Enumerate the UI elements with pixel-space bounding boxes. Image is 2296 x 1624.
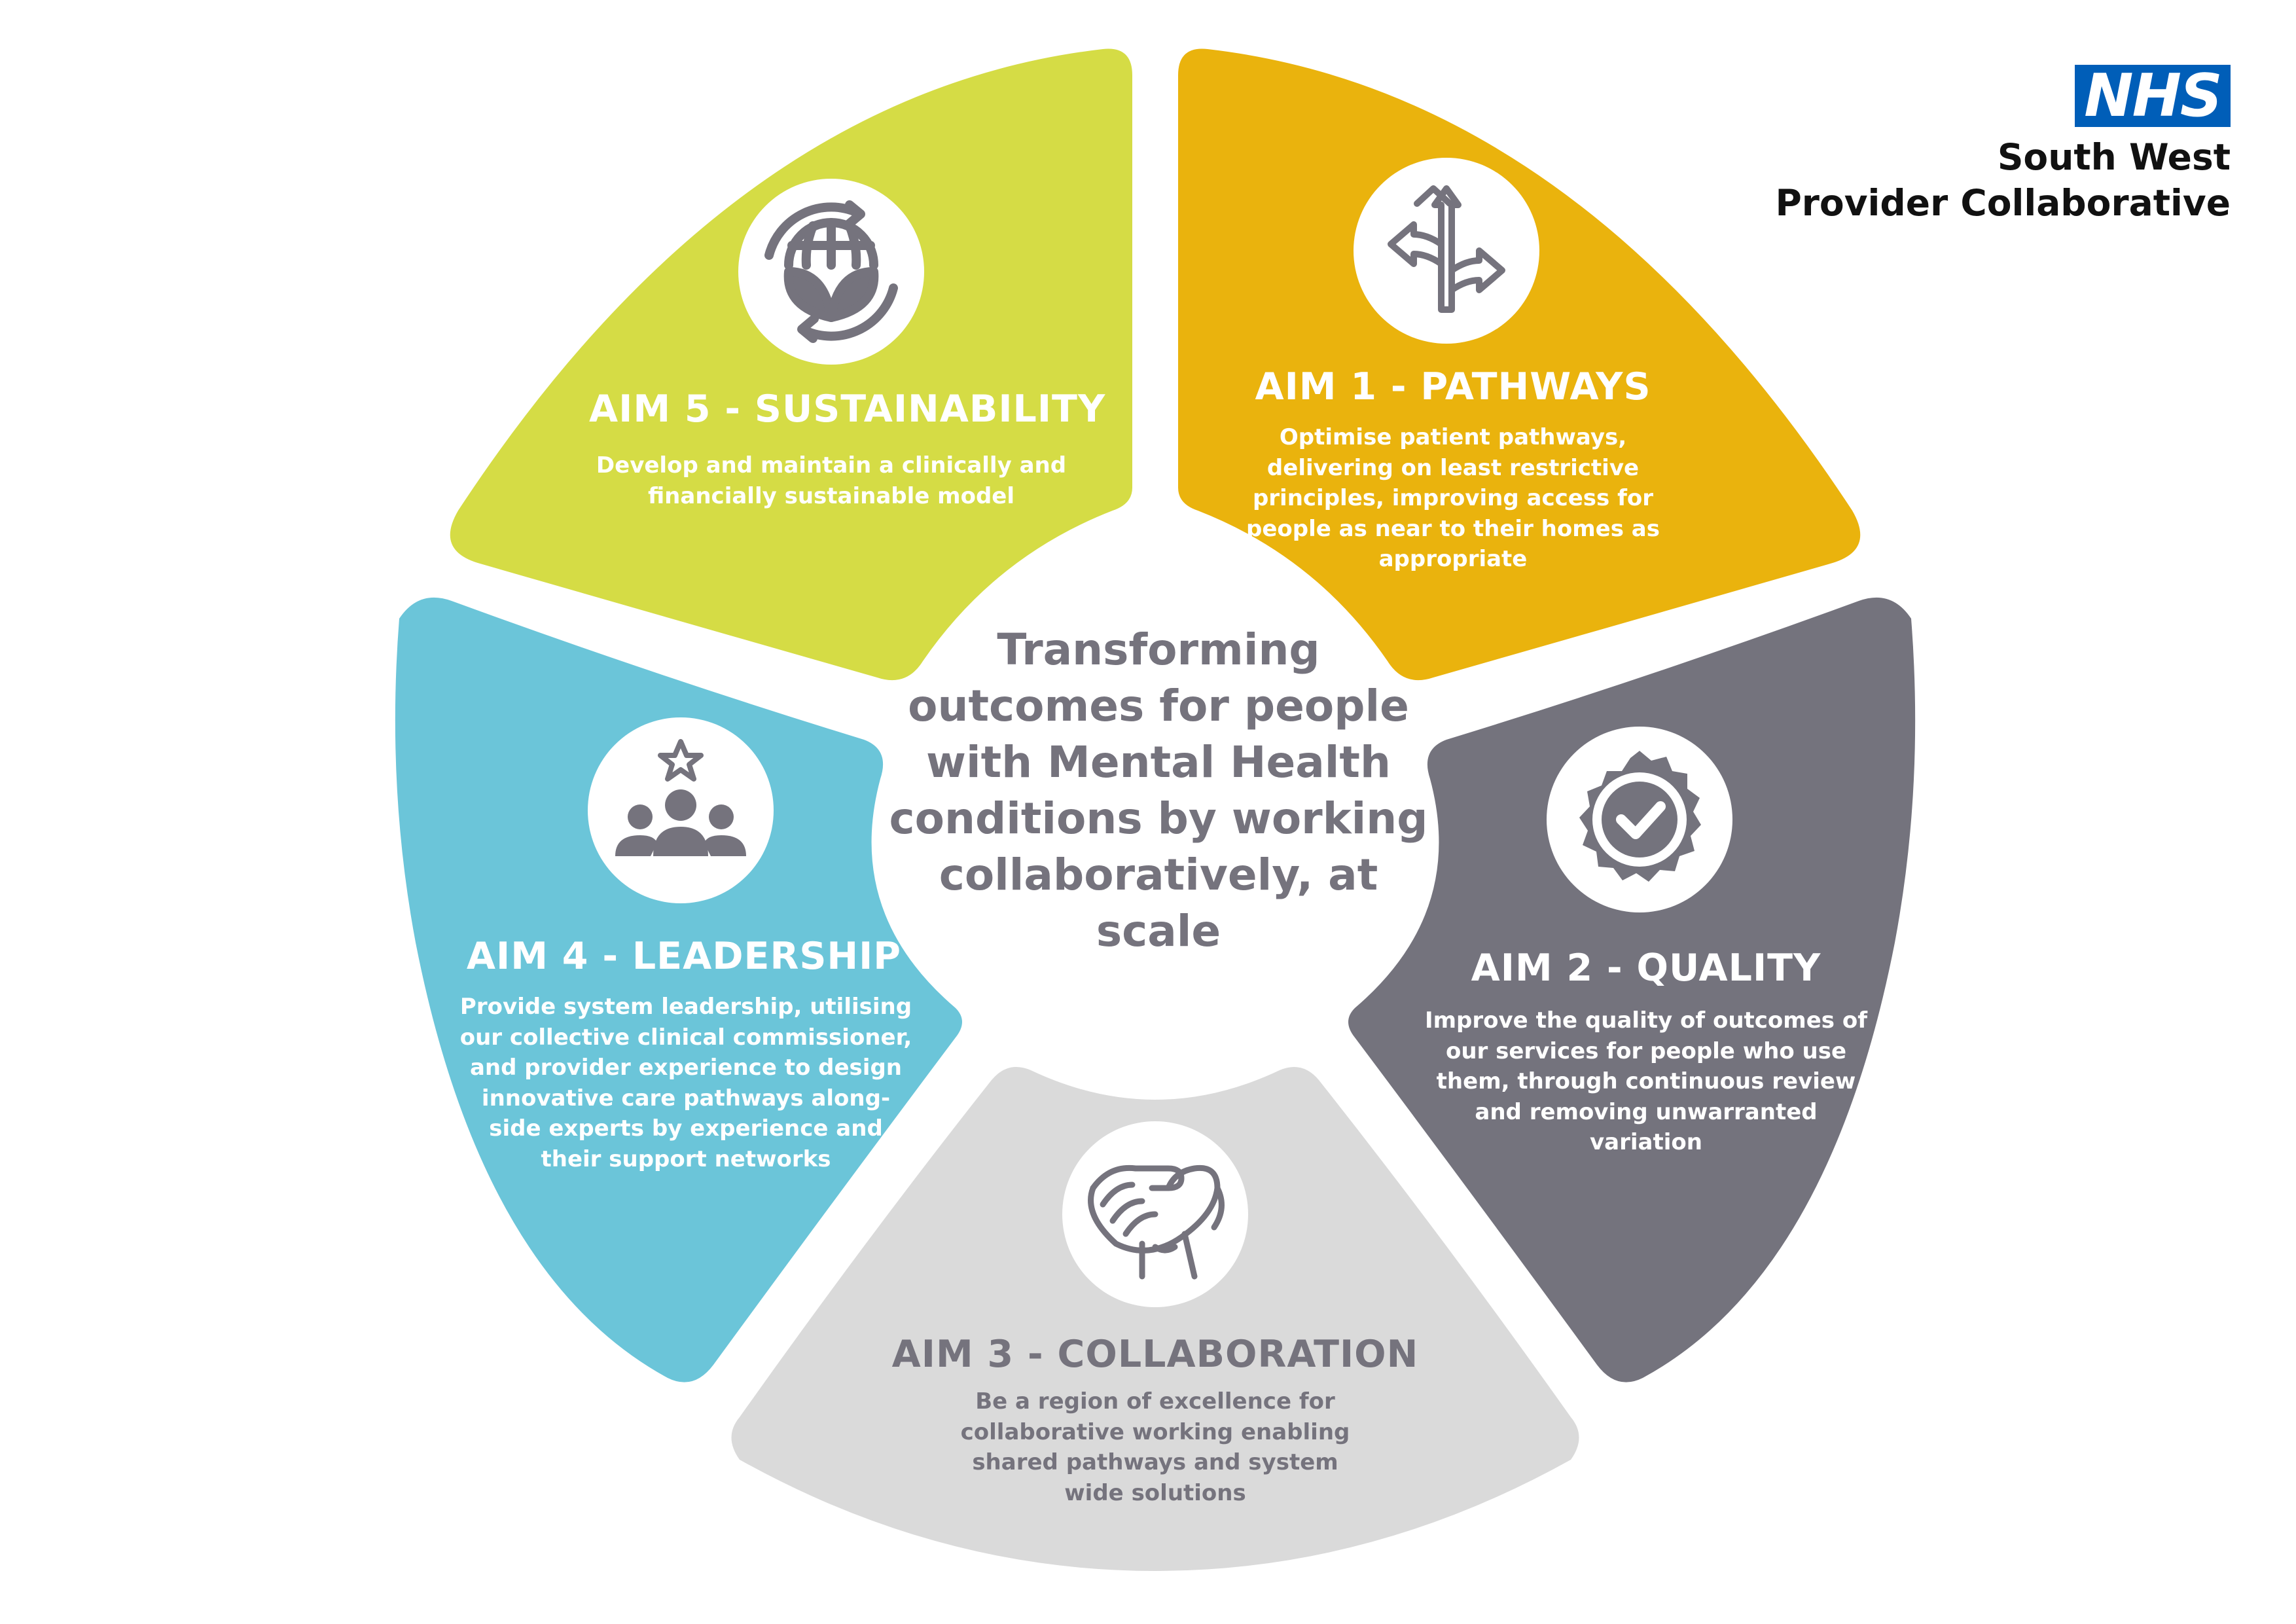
segment-collaboration	[731, 1067, 1579, 1571]
aim1-description: Optimise patient pathways, delivering on…	[1246, 424, 1660, 572]
aim3-title: AIM 3 - COLLABORATION	[891, 1333, 1419, 1376]
diverging-arrows-icon	[1388, 185, 1505, 313]
aim4-title: AIM 4 - LEADERSHIP	[466, 935, 902, 978]
handshake-icon	[1088, 1164, 1225, 1280]
aim5-title: AIM 5 - SUSTAINABILITY	[589, 388, 1106, 431]
globe-leaf-cycle-icon	[764, 200, 898, 343]
aim5-description: Develop and maintain a clinically and fi…	[596, 452, 1067, 509]
segment-pathways	[1178, 48, 1861, 681]
segment-sustainability	[450, 48, 1132, 681]
aim1-title: AIM 1 - PATHWAYS	[1255, 365, 1651, 408]
center-statement: Transforming outcomes for people with Me…	[889, 624, 1428, 956]
aim3-description: Be a region of excellence for collaborat…	[960, 1388, 1350, 1506]
aim2-description: Improve the quality of outcomes of our s…	[1424, 1007, 1868, 1155]
nhs-logo: NHS	[2075, 65, 2231, 127]
aim4-description: Provide system leadership, utilising our…	[459, 994, 912, 1172]
aim2-title: AIM 2 - QUALITY	[1471, 947, 1821, 990]
segment-leadership	[395, 597, 962, 1382]
segment-quality	[1348, 597, 1916, 1382]
org-name-line1: South West	[1997, 136, 2231, 178]
pathways-icon-circle	[1354, 158, 1539, 344]
team-star-icon	[615, 739, 746, 856]
org-name-line2: Provider Collaborative	[1775, 182, 2231, 224]
quality-badge-check-icon	[1579, 751, 1701, 882]
